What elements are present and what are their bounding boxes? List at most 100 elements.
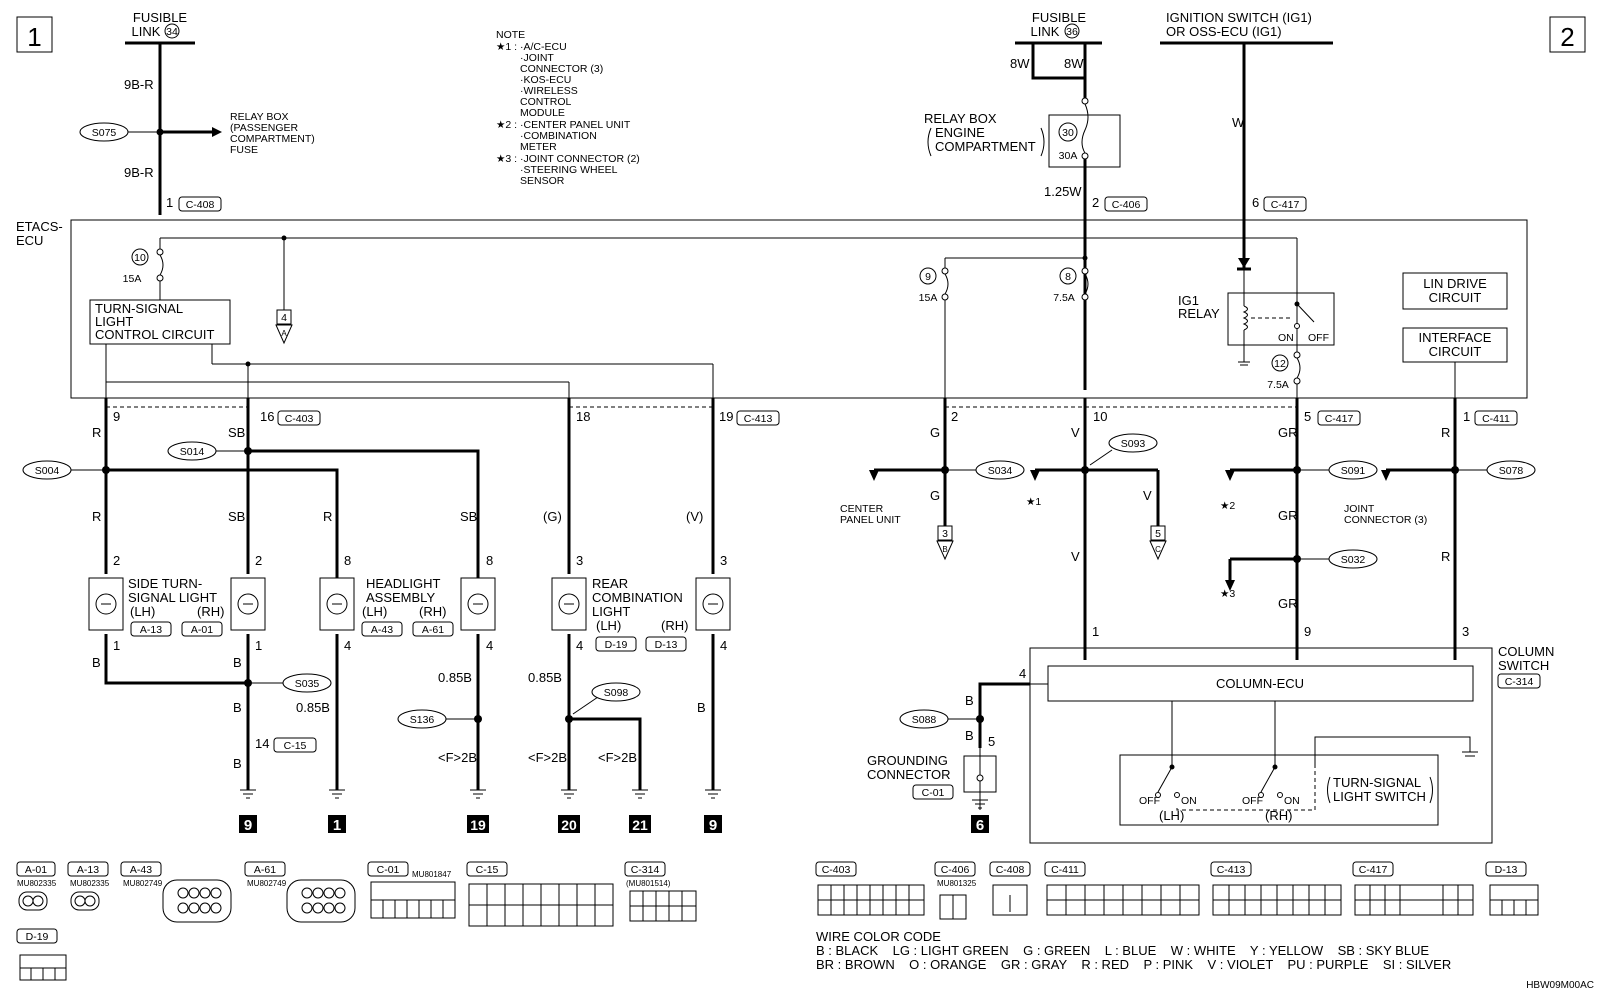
wire-label-r-3: R: [323, 509, 332, 524]
cv-a13-pin2: [84, 895, 96, 907]
headlight-lh: (LH): [362, 604, 387, 619]
splice-s032-label: S032: [1341, 554, 1366, 566]
switch-common: [1176, 765, 1316, 811]
wire-label-g-1: G: [930, 425, 940, 440]
note-mark-2: ★2 :: [496, 119, 517, 131]
wire-label-gp: (G): [543, 509, 562, 524]
grounding-terminal: [976, 774, 984, 782]
ref-c-box: [1150, 525, 1166, 541]
connector-c408: C-408: [186, 199, 215, 211]
pin-c411-1: 1: [1463, 409, 1470, 424]
pin-a01-1: 1: [255, 638, 262, 653]
connector-c01-tag: [912, 784, 954, 800]
wire-label-v-1: V: [1071, 425, 1080, 440]
cv-a43-part: MU802749: [123, 879, 163, 888]
fuse-10-terminal-bottom: [156, 274, 164, 282]
cv-a61-part: MU802749: [247, 879, 287, 888]
ground-num-6: 9: [709, 817, 717, 834]
switch-lh-off: [1155, 792, 1161, 798]
splice-s088-label: S088: [912, 714, 937, 726]
switch-ground-symbol: [1462, 751, 1478, 757]
wire-label-sb-1: SB: [228, 425, 245, 440]
fuse-12-no: 12: [1274, 358, 1286, 370]
rear-comb-lh: (LH): [596, 618, 621, 633]
wire-label-b-6: B: [965, 693, 974, 708]
ref-a-letter: A: [281, 329, 287, 338]
fuse-12-element: [1296, 357, 1301, 379]
ref-b-triangle: [936, 540, 954, 561]
cv-c411-tag: [1044, 861, 1086, 877]
tscc-l2: LIGHT: [95, 314, 133, 329]
splice-s032: [1328, 549, 1378, 569]
tscc-l3: CONTROL CIRCUIT: [95, 327, 214, 342]
fuse-30-bottom-terminal: [1081, 152, 1089, 160]
pin-c01-5: 5: [988, 734, 995, 749]
joint-conn-l2: CONNECTOR (3): [1344, 514, 1427, 526]
splice-s091: [1328, 460, 1378, 480]
wire-label-f2b-2: <F>2B: [528, 750, 567, 765]
cv-c15-tag: [466, 861, 508, 877]
ig1-contact-on: [1294, 323, 1300, 329]
pin-c314-9: 9: [1304, 624, 1311, 639]
fuse-8-terminal-bottom: [1081, 293, 1089, 301]
cv-c406-id: C-406: [941, 864, 970, 876]
cv-c417-tag: [1352, 861, 1394, 877]
joint-conn-arrow: [1381, 470, 1391, 481]
ig1-relay-l2: RELAY: [1178, 306, 1220, 321]
ref-c-letter: C: [1155, 545, 1161, 554]
connector-d19: D-19: [605, 639, 628, 651]
connector-c417: C-417: [1325, 413, 1354, 425]
splice-s091-label: S091: [1341, 465, 1366, 477]
ground-num-2: 1: [333, 817, 341, 834]
connector-c408-tag: [178, 196, 222, 212]
splice-s034-label: S034: [988, 465, 1013, 477]
note-3-l1: ·JOINT CONNECTOR (2): [520, 153, 640, 165]
ground-num-box-2: [328, 815, 346, 833]
pin-a43-8: 8: [344, 553, 351, 568]
fuse-9-terminal-top: [941, 267, 949, 275]
ignition-line2: OR OSS-ECU (IG1): [1166, 24, 1282, 39]
wire-label-b-5: B: [697, 700, 706, 715]
switch-paren-left: [1327, 776, 1331, 804]
ground-num-1: 9: [244, 817, 252, 834]
fusible-link-34-label2: LINK: [132, 24, 161, 39]
pin-a13-1: 1: [113, 638, 120, 653]
cv-d13-id: D-13: [1495, 864, 1518, 876]
fuse-8-element: [1084, 273, 1089, 295]
cv-a43-body: [162, 879, 232, 923]
splice-s035: [282, 673, 332, 693]
ig1-relay-l1: IG1: [1178, 293, 1199, 308]
cv-c413-tag: [1210, 861, 1252, 877]
cv-c408-id: C-408: [996, 864, 1025, 876]
column-switch-box: [1029, 647, 1493, 844]
lin-drive-l2: CIRCUIT: [1429, 290, 1482, 305]
side-turn-lh: (LH): [130, 604, 155, 619]
wire-label-r-5: R: [1441, 549, 1450, 564]
fuse-10-circle: [131, 248, 149, 266]
cv-c411-id: C-411: [1051, 864, 1079, 876]
wire-b-side-lh: [104, 634, 248, 685]
tscc-rh-node: [245, 361, 251, 367]
fusible-link-34-circle: [164, 23, 180, 39]
interface-l1: INTERFACE: [1419, 330, 1492, 345]
connector-c15: C-15: [284, 740, 307, 752]
fusible-link-36-num: 36: [1066, 26, 1078, 38]
page-number-box-right: [1549, 16, 1586, 53]
pin-c403-16: 16: [260, 409, 274, 424]
pin-a13-2: 2: [113, 553, 120, 568]
interface-l2: CIRCUIT: [1429, 344, 1482, 359]
lamp-rear-rh: [695, 577, 731, 631]
splice-s014-label: S014: [180, 446, 205, 458]
relay-box-pass-l4: FUSE: [230, 144, 258, 156]
wire-r-headlight-lh: [106, 468, 339, 580]
ground-num-box-3: [467, 815, 489, 833]
headlight-l2: ASSEMBLY: [366, 590, 435, 605]
note-block: NOTE ★1 : ·A/C-ECU ·JOINT CONNECTOR (3) …: [496, 29, 640, 187]
ref-a-no: 4: [281, 312, 287, 324]
wire-label-v-2: V: [1071, 549, 1080, 564]
connector-c413: C-413: [744, 413, 773, 425]
wire-label-r-1: R: [92, 425, 101, 440]
switch-lh-on-label: ON: [1181, 795, 1197, 807]
note-1-l1: ·A/C-ECU: [520, 41, 567, 53]
